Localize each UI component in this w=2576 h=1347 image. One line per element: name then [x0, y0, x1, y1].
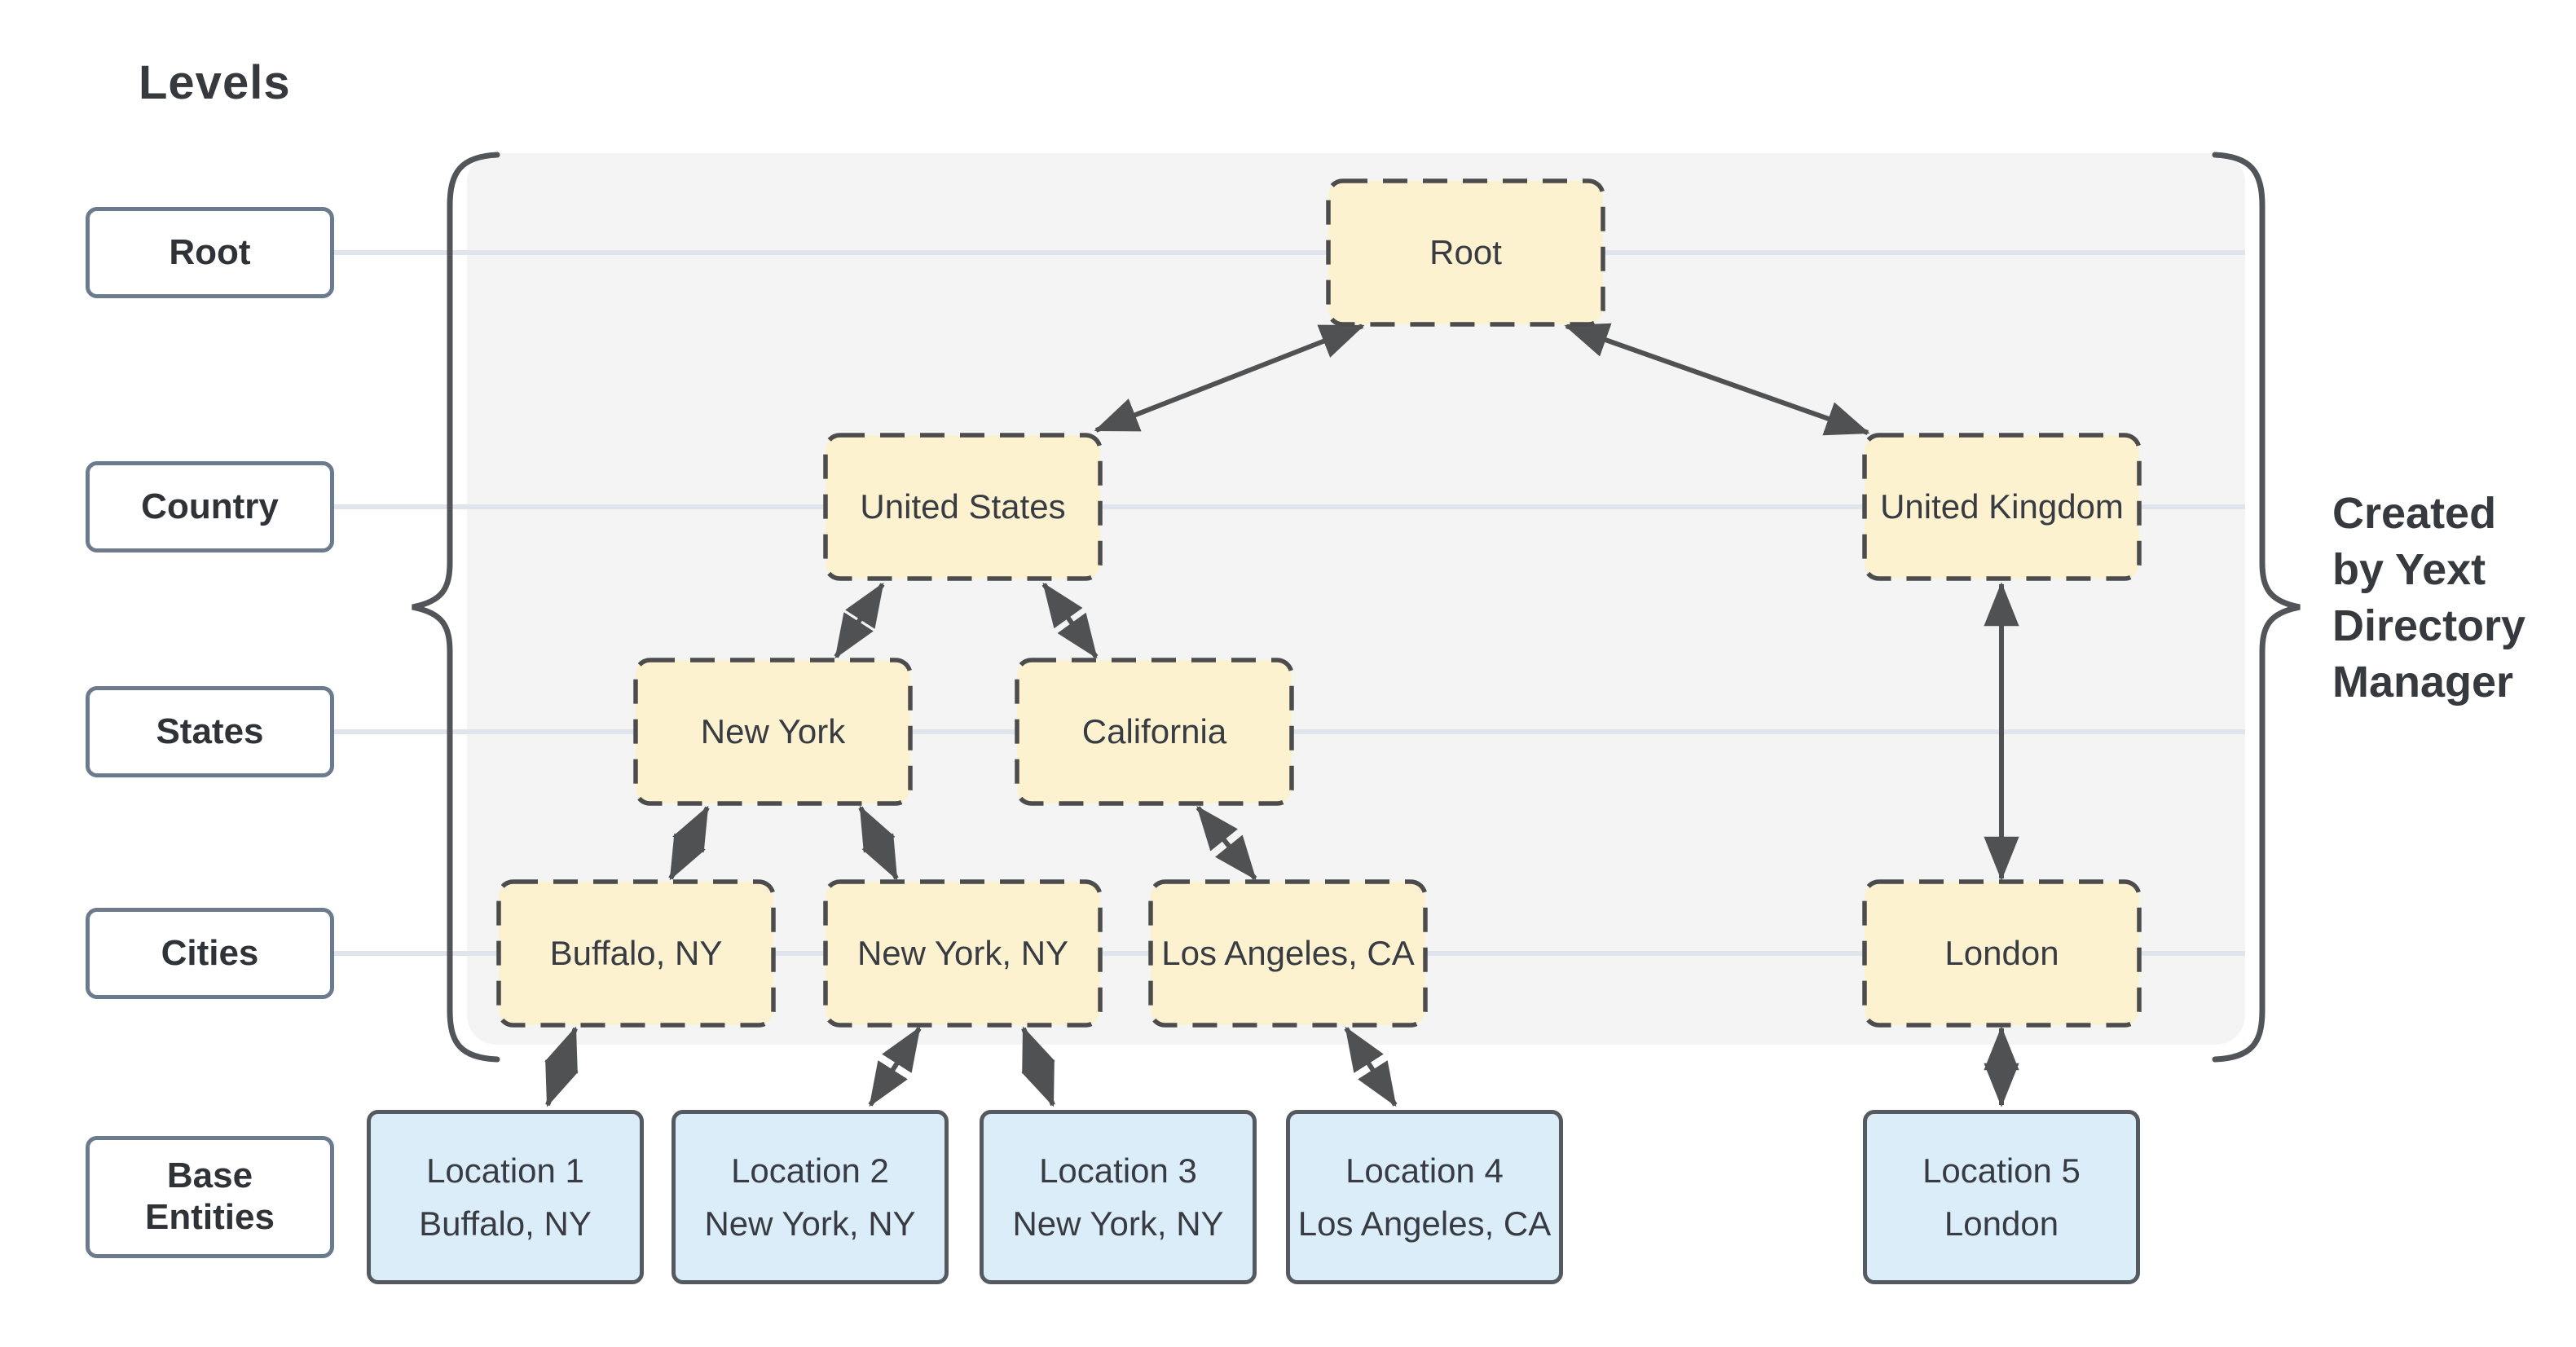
- level-label-states: States: [86, 686, 334, 777]
- directory-nodes: [496, 178, 2142, 1028]
- node-united-states-box: [823, 433, 1103, 581]
- created-by-annotation: Created by Yext Directory Manager: [2332, 486, 2525, 711]
- node-new-york-box: [633, 658, 913, 806]
- entity-city: Los Angeles, CA: [1297, 1204, 1552, 1243]
- entity-name: Location 4: [1345, 1151, 1504, 1190]
- arrow-buffalo-location1: [544, 1026, 579, 1107]
- left-brace: [412, 152, 500, 1063]
- entity-location-1: Location 1 Buffalo, NY: [367, 1110, 644, 1284]
- entity-city: Buffalo, NY: [419, 1204, 592, 1243]
- node-root-box: [1326, 178, 1605, 327]
- entity-location-5: Location 5 London: [1863, 1110, 2140, 1284]
- arrow-unitedstates-newyork: [834, 582, 885, 659]
- entity-location-2: Location 2 New York, NY: [672, 1110, 949, 1284]
- connector-arrows: [544, 323, 2019, 1107]
- arrow-root-unitedkingdom: [1564, 323, 1870, 436]
- entity-city: London: [1944, 1204, 2059, 1243]
- entity-name: Location 3: [1039, 1151, 1197, 1190]
- annotation-line: by Yext: [2332, 545, 2486, 594]
- entity-city: New York, NY: [704, 1204, 916, 1243]
- node-california-box: [1015, 658, 1294, 806]
- level-label-country: Country: [86, 461, 334, 552]
- entity-name: Location 5: [1922, 1151, 2081, 1190]
- node-buffalo-box: [496, 879, 776, 1028]
- entity-location-4: Location 4 Los Angeles, CA: [1286, 1110, 1563, 1284]
- node-los-angeles-box: [1148, 879, 1428, 1028]
- node-london-box: [1862, 879, 2142, 1028]
- level-label-cities: Cities: [86, 908, 334, 999]
- annotation-line: Directory: [2332, 601, 2526, 650]
- entity-name: Location 1: [426, 1151, 584, 1190]
- arrow-newyorkcity-location3: [1021, 1026, 1055, 1107]
- entity-city: New York, NY: [1012, 1204, 1224, 1243]
- right-brace: [2212, 152, 2301, 1063]
- annotation-line: Manager: [2332, 658, 2514, 707]
- level-label-base-entities: Base Entities: [86, 1136, 334, 1258]
- arrow-newyorkcity-location2: [868, 1026, 922, 1107]
- braces: [412, 152, 2301, 1063]
- page-title: Levels: [139, 56, 291, 109]
- arrow-newyork-newyorkcity: [858, 805, 899, 881]
- entity-location-3: Location 3 New York, NY: [980, 1110, 1257, 1284]
- arrow-root-unitedstates: [1094, 324, 1365, 433]
- annotation-line: Created: [2332, 489, 2497, 538]
- node-united-kingdom-box: [1862, 433, 2142, 581]
- level-label-root: Root: [86, 207, 334, 298]
- arrow-losangeles-location4: [1344, 1026, 1398, 1107]
- arrow-newyork-buffalo: [668, 805, 710, 881]
- node-new-york-city-box: [823, 879, 1103, 1028]
- entity-name: Location 2: [731, 1151, 889, 1190]
- arrow-california-losangeles: [1196, 805, 1257, 881]
- arrow-unitedstates-california: [1041, 582, 1099, 659]
